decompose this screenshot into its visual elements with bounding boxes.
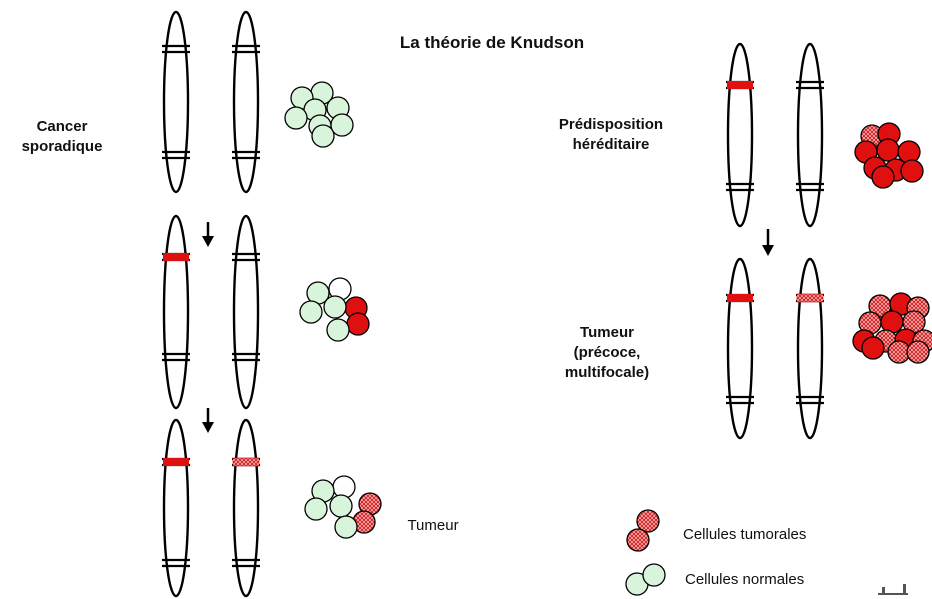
chromosome-right-1b (796, 42, 824, 228)
tumor-cell (626, 528, 650, 552)
label-cancer-sporadique-line1: Cancer (37, 118, 88, 135)
normal-cell (304, 497, 328, 521)
legend-normal-cells (625, 563, 666, 596)
chromosome-left-1a (162, 10, 190, 194)
label-tumeur-right-line3: multifocale) (565, 364, 649, 381)
tumor-cell (636, 509, 660, 533)
normal-cell (329, 494, 353, 518)
normal-cell (330, 113, 354, 137)
cells-one-tumor-cluster (299, 277, 370, 342)
normal-cell (334, 515, 358, 539)
label-tumeur-left: Tumeur (407, 517, 458, 534)
mutation-band-first-hit (163, 253, 189, 261)
chromosome-right-2a (726, 257, 754, 440)
tumor-cell (346, 312, 370, 336)
chromosome-right-2b (796, 257, 824, 440)
normal-cell (311, 124, 335, 148)
chromosome-left-3a (162, 418, 190, 598)
normal-cell (642, 563, 666, 587)
cells-normal-cluster (284, 81, 354, 148)
mutation-band-first-hit (727, 294, 753, 302)
empty-cell (332, 475, 356, 499)
normal-cell (284, 106, 308, 130)
label-predisposition-line2: héréditaire (573, 136, 650, 153)
chromosome-left-2a (162, 214, 190, 410)
cells-mixed-tumor-cluster (852, 292, 932, 364)
chromosome-right-1a (726, 42, 754, 228)
tumor-cell (871, 165, 895, 189)
tumor-cell (861, 336, 885, 360)
arrow-left-2 (202, 408, 214, 433)
cell-clusters (284, 81, 932, 596)
label-cancer-sporadique-line2: sporadique (22, 138, 103, 155)
chromosome-left-1b (232, 10, 260, 194)
label-predisposition-line1: Prédisposition (559, 116, 663, 133)
mutation-band-first-hit (727, 81, 753, 89)
chromosome-left-2b (232, 214, 260, 410)
chromosomes (162, 10, 824, 598)
tumor-cell (900, 159, 924, 183)
mutation-band-first-hit (163, 458, 189, 466)
diagram-title: La théorie de Knudson (400, 33, 584, 52)
legend-tumor-label: Cellules tumorales (683, 526, 806, 543)
normal-cell (323, 295, 347, 319)
cells-red-cluster (854, 122, 924, 189)
chromosome-left-3b (232, 418, 260, 598)
arrow-right (762, 229, 774, 256)
tumor-cell (906, 340, 930, 364)
label-tumeur-right-line2: (précoce, (574, 344, 641, 361)
cells-hatched-tumor-cluster (304, 475, 382, 539)
arrow-left-1 (202, 222, 214, 247)
normal-cell (326, 318, 350, 342)
legend-tumor-cells (626, 509, 660, 552)
normal-cell (299, 300, 323, 324)
mutation-band-second-hit (232, 457, 260, 467)
mutation-band-second-hit (796, 293, 824, 303)
label-tumeur-right-line1: Tumeur (580, 324, 634, 341)
legend-normal-label: Cellules normales (685, 571, 804, 588)
scan-artifact-mark (878, 584, 908, 595)
